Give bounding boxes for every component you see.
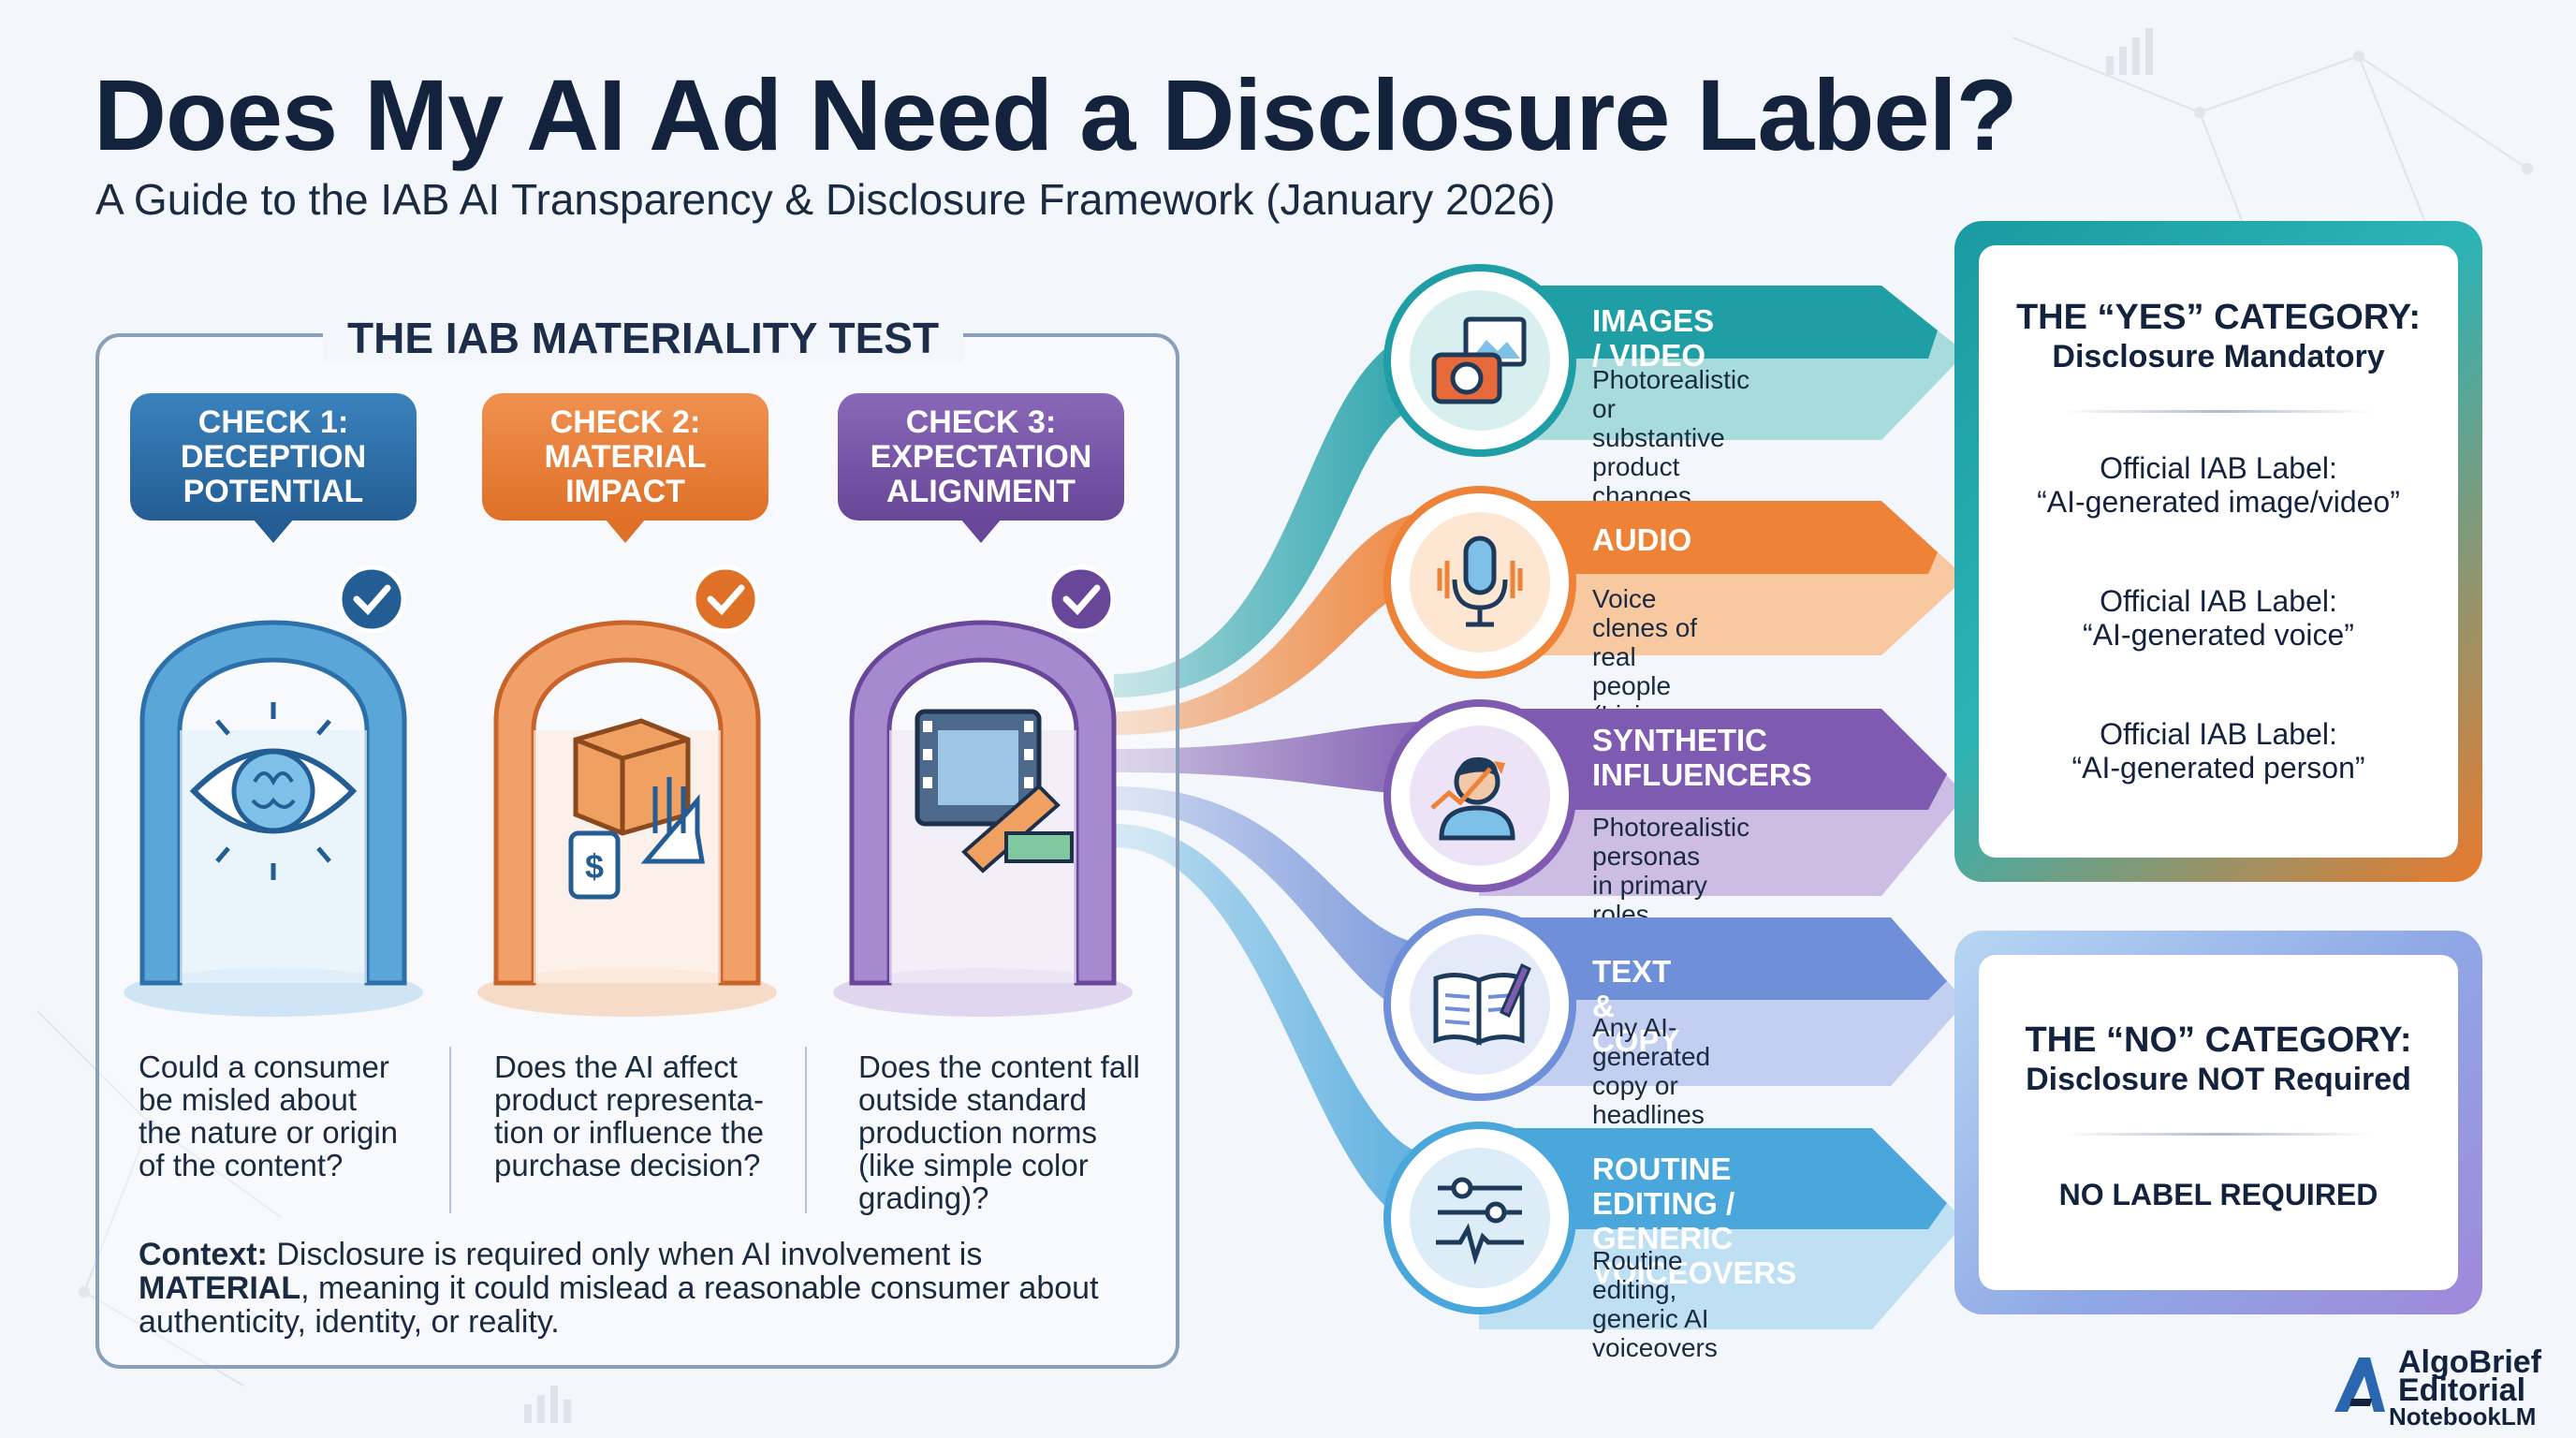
check-1-checkmark-icon bbox=[337, 565, 406, 634]
check-2-gate-illustration: $ bbox=[477, 565, 777, 1017]
credit-notebooklm: NotebookLM bbox=[2389, 1402, 2537, 1431]
synthetic-influencers-name: SYNTHETIC INFLUENCERS bbox=[1592, 723, 1812, 792]
no-category-box: THE “NO” CATEGORY: Disclosure NOT Requir… bbox=[1954, 931, 2482, 1314]
yes-category-subheading: Disclosure Mandatory bbox=[2052, 339, 2385, 374]
images-video-icon-circle bbox=[1391, 271, 1569, 449]
eye-brain-icon bbox=[189, 702, 358, 880]
yes-category-heading: THE “YES” CATEGORY: bbox=[2015, 298, 2422, 337]
context-text: Disclosure is required only when AI invo… bbox=[267, 1237, 983, 1272]
check-3-gate-illustration bbox=[833, 565, 1133, 1017]
text-copy-description: Any AI-generated copy or headlines bbox=[1592, 1013, 1711, 1129]
check-2-badge: CHECK 2: MATERIAL IMPACT bbox=[482, 393, 768, 543]
package-price-tag-icon: $ bbox=[568, 718, 705, 900]
brand-name: AlgoBrief Editorial bbox=[2398, 1344, 2541, 1408]
images-video-description: Photorealistic or substantive product ch… bbox=[1592, 365, 1750, 510]
no-category-heading: THE “NO” CATEGORY: bbox=[2025, 1020, 2412, 1060]
flow-ribbons bbox=[1114, 328, 1432, 1231]
svg-text:$: $ bbox=[585, 847, 604, 886]
check-1-badge: CHECK 1: DECEPTION POTENTIAL bbox=[130, 393, 417, 543]
film-color-swatch-icon bbox=[915, 709, 1074, 873]
context-tail: , meaning it could mislead a reasonable … bbox=[139, 1270, 1099, 1340]
camera-image-icon bbox=[1431, 316, 1527, 404]
check-2-question: Does the AI affect product representa- t… bbox=[494, 1049, 765, 1182]
check-1-question: Could a consumer be misled about the nat… bbox=[139, 1049, 399, 1182]
yes-label-person: Official IAB Label: “AI-generated person… bbox=[2071, 717, 2365, 785]
persona-icon bbox=[1430, 756, 1515, 841]
yes-category-box: THE “YES” CATEGORY: Disclosure Mandatory… bbox=[1954, 221, 2482, 882]
page-title: Does My AI Ad Need a Disclosure Label? bbox=[94, 58, 2018, 171]
synthetic-influencers-description: Photorealistic personas in primary roles bbox=[1592, 813, 1750, 929]
divider bbox=[2063, 410, 2374, 413]
yes-category-panel: THE “YES” CATEGORY: Disclosure Mandatory… bbox=[1979, 245, 2458, 858]
divider bbox=[805, 1047, 807, 1213]
context-bold: MATERIAL bbox=[139, 1270, 301, 1306]
yes-label-voice: Official IAB Label: “AI-generated voice” bbox=[2083, 584, 2354, 652]
text-copy-arrow bbox=[1479, 917, 1966, 1086]
open-book-icon bbox=[1433, 962, 1531, 1046]
materiality-test-heading: THE IAB MATERIALITY TEST bbox=[323, 313, 964, 363]
no-category-subheading: Disclosure NOT Required bbox=[2026, 1062, 2411, 1097]
text-copy-icon-circle bbox=[1391, 916, 1569, 1093]
routine-editing-arrow bbox=[1479, 1128, 1966, 1329]
images-video-name: IMAGES / VIDEO bbox=[1592, 303, 1715, 373]
algobrief-logo-icon bbox=[2334, 1357, 2385, 1412]
divider bbox=[449, 1047, 451, 1213]
synthetic-influencers-arrow bbox=[1479, 709, 1966, 896]
audio-icon-circle bbox=[1391, 493, 1569, 671]
yes-label-image-video: Official IAB Label: “AI-generated image/… bbox=[2037, 451, 2400, 519]
check-3-badge: CHECK 3: EXPECTATION ALIGNMENT bbox=[838, 393, 1124, 543]
check-3-checkmark-icon bbox=[1046, 565, 1116, 634]
check-2-checkmark-icon bbox=[691, 565, 760, 634]
routine-editing-icon-circle bbox=[1391, 1129, 1569, 1307]
page-subtitle: A Guide to the IAB AI Transparency & Dis… bbox=[95, 175, 1556, 224]
divider bbox=[2063, 1133, 2374, 1136]
context-lead: Context: bbox=[139, 1237, 268, 1272]
audio-arrow bbox=[1479, 501, 1966, 655]
microphone-icon bbox=[1437, 536, 1523, 627]
no-label-required: NO LABEL REQUIRED bbox=[2058, 1178, 2378, 1211]
audio-name: AUDIO bbox=[1592, 522, 1692, 557]
check-3-question: Does the content fall outside standard p… bbox=[858, 1049, 1140, 1215]
text-copy-name: TEXT & COPY bbox=[1592, 954, 1680, 1058]
routine-editing-description: Routine editing, generic AI voiceovers bbox=[1592, 1246, 1718, 1362]
check-1-gate-illustration bbox=[124, 565, 423, 1017]
images-video-arrow bbox=[1479, 286, 1966, 440]
context-note: Context: Disclosure is required only whe… bbox=[139, 1238, 1149, 1339]
sliders-waveform-icon bbox=[1436, 1177, 1524, 1265]
no-category-panel: THE “NO” CATEGORY: Disclosure NOT Requir… bbox=[1979, 955, 2458, 1290]
synthetic-influencers-icon-circle bbox=[1391, 707, 1569, 885]
routine-editing-name: ROUTINE EDITING / GENERIC VOICEOVERS bbox=[1592, 1152, 1797, 1290]
